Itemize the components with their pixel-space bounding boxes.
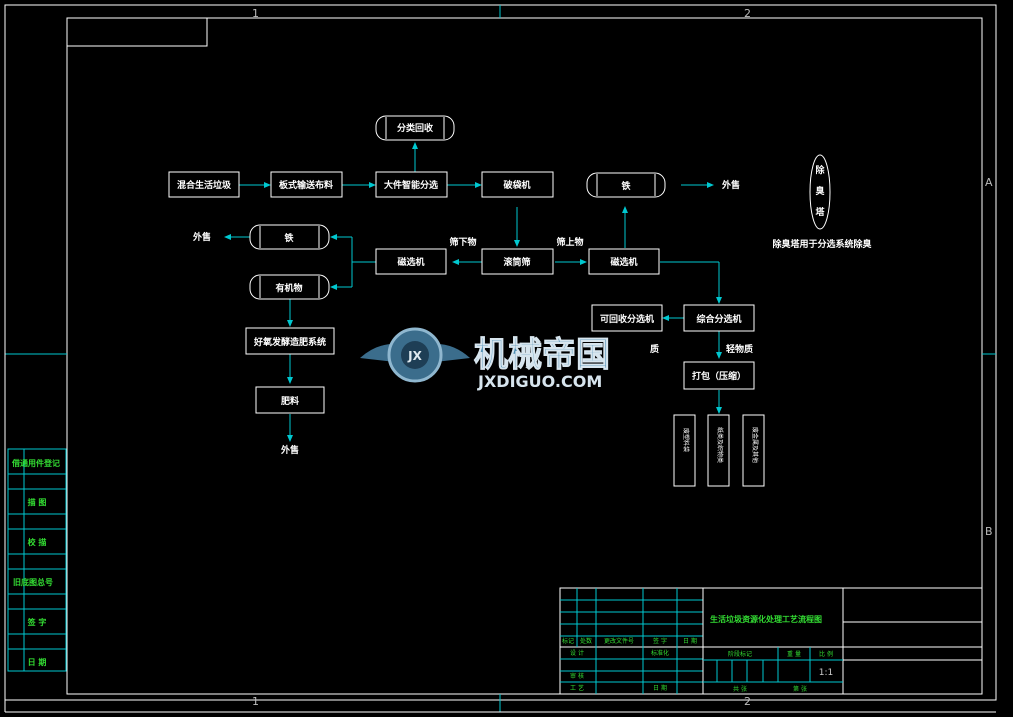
- deodor-tower-char-3: 塔: [815, 206, 825, 218]
- oversize-label: 筛上物: [556, 236, 583, 248]
- watermark: JX 机械帝国 JXDIGUO.COM: [360, 327, 611, 391]
- watermark-title: 机械帝国: [474, 335, 610, 375]
- output-classified-recycle: 分类回收: [375, 115, 455, 141]
- connectors: [224, 142, 722, 442]
- side-label-2: 校 描: [28, 537, 47, 547]
- output-iron-left: 铁: [249, 224, 330, 250]
- title-block: 生活垃圾资源化处理工艺流程图 标记 处数 更改文件号 签 字 日 期 设 计 标…: [559, 587, 983, 695]
- process-fertilizer: 肥料: [255, 386, 325, 414]
- process-magnet-left: 磁选机: [375, 248, 447, 275]
- scale-label: 比 例: [819, 650, 833, 658]
- deodor-tower: 除 臭 塔: [809, 154, 831, 230]
- side-block: 借通用件登记 描 图 校 描 旧底图总号 签 字 日 期: [7, 448, 67, 672]
- svg-text:磁选机: 磁选机: [610, 256, 637, 268]
- svg-text:废金属及其他: 废金属及其他: [751, 427, 759, 463]
- scale-value: 1:1: [819, 668, 833, 678]
- process-large-sorting: 大件智能分选: [375, 171, 448, 198]
- svg-text:滚筒筛: 滚筒筛: [503, 256, 530, 268]
- header-date: 日 期: [683, 637, 697, 645]
- svg-text:铁: 铁: [621, 180, 630, 192]
- svg-text:大件智能分选: 大件智能分选: [384, 179, 438, 191]
- review-label: 审 核: [570, 672, 584, 680]
- bin-2: 纸类及织物类: [707, 414, 730, 487]
- grid-label-right-a: A: [985, 176, 993, 189]
- output-iron-top: 铁: [586, 172, 666, 198]
- process-mixed-waste: 混合生活垃圾: [168, 171, 240, 198]
- bin-1: 废塑料袋: [673, 414, 696, 487]
- sell-bottom-label: 外售: [280, 444, 299, 456]
- header-count: 处数: [580, 637, 592, 645]
- deodor-note: 除臭塔用于分选系统除臭: [772, 238, 872, 250]
- total-sheets-label: 共 张: [733, 685, 747, 693]
- header-change-file: 更改文件号: [604, 637, 634, 645]
- design-label: 设 计: [570, 649, 584, 657]
- watermark-gear-hub: [401, 341, 429, 369]
- side-label-1: 描 图: [28, 497, 47, 507]
- svg-text:打包（压缩）: 打包（压缩）: [692, 370, 746, 382]
- undersize-label: 筛下物: [449, 236, 476, 248]
- header-sign: 签 字: [653, 637, 667, 645]
- grid-label-bottom-2: 2: [744, 695, 751, 708]
- watermark-url: JXDIGUO.COM: [477, 372, 602, 391]
- date-label: 日 期: [653, 684, 667, 692]
- standardization-label: 标准化: [651, 649, 669, 657]
- svg-text:板式输送布料: 板式输送布料: [279, 179, 333, 191]
- svg-text:好氧发酵造肥系统: 好氧发酵造肥系统: [253, 336, 326, 348]
- sheet-number-label: 第 张: [793, 685, 807, 693]
- svg-text:铁: 铁: [284, 232, 293, 244]
- side-label-5: 日 期: [28, 657, 47, 667]
- svg-text:肥料: 肥料: [281, 395, 299, 407]
- grid-label-top-1: 1: [252, 7, 259, 20]
- grid-ticks: [4, 5, 996, 713]
- svg-text:纸类及织物类: 纸类及织物类: [716, 427, 724, 463]
- svg-text:混合生活垃圾: 混合生活垃圾: [177, 179, 232, 191]
- watermark-logo-text: JX: [407, 349, 422, 363]
- svg-text:综合分选机: 综合分选机: [696, 313, 741, 325]
- grid-label-bottom-1: 1: [252, 695, 259, 708]
- process-plate-conveyor: 板式输送布料: [270, 171, 343, 198]
- process-magnet-right: 磁选机: [588, 248, 660, 275]
- light-material-label: 轻物质: [726, 343, 753, 355]
- sell-top-label: 外售: [721, 179, 740, 191]
- grid-label-top-2: 2: [744, 7, 751, 20]
- svg-text:磁选机: 磁选机: [397, 256, 424, 268]
- svg-text:废塑料袋: 废塑料袋: [682, 428, 690, 452]
- stage-mark-label: 阶段标记: [728, 650, 752, 658]
- side-label-0: 借通用件登记: [11, 458, 60, 468]
- svg-text:破袋机: 破袋机: [503, 179, 530, 191]
- drawing-title: 生活垃圾资源化处理工艺流程图: [710, 614, 822, 624]
- inner-border: [66, 17, 983, 695]
- grid-label-right-b: B: [985, 525, 993, 538]
- svg-text:有机物: 有机物: [275, 282, 302, 294]
- weight-label: 重 量: [787, 650, 801, 658]
- partial-label: 质: [650, 343, 659, 355]
- header-mark: 标记: [562, 637, 574, 645]
- process-combined-sorter: 综合分选机: [683, 304, 755, 332]
- sell-left-label: 外售: [192, 231, 211, 243]
- deodor-tower-char-2: 臭: [815, 185, 825, 197]
- svg-text:分类回收: 分类回收: [397, 122, 433, 134]
- side-label-3: 旧底图总号: [13, 577, 53, 587]
- corner-stamp-box: [67, 18, 208, 47]
- process-bag-breaker: 破袋机: [481, 171, 554, 198]
- process-baling: 打包（压缩）: [683, 361, 755, 390]
- side-label-4: 签 字: [27, 617, 47, 627]
- svg-text:可回收分选机: 可回收分选机: [600, 313, 654, 325]
- process-drum-screen: 滚筒筛: [481, 248, 554, 275]
- process-aerobic: 好氧发酵造肥系统: [245, 327, 335, 355]
- process-recyclable-sorter: 可回收分选机: [591, 304, 663, 332]
- output-organic: 有机物: [249, 274, 330, 300]
- bin-3: 废金属及其他: [742, 414, 765, 487]
- process-label: 工 艺: [570, 684, 584, 692]
- deodor-tower-char-1: 除: [815, 164, 825, 176]
